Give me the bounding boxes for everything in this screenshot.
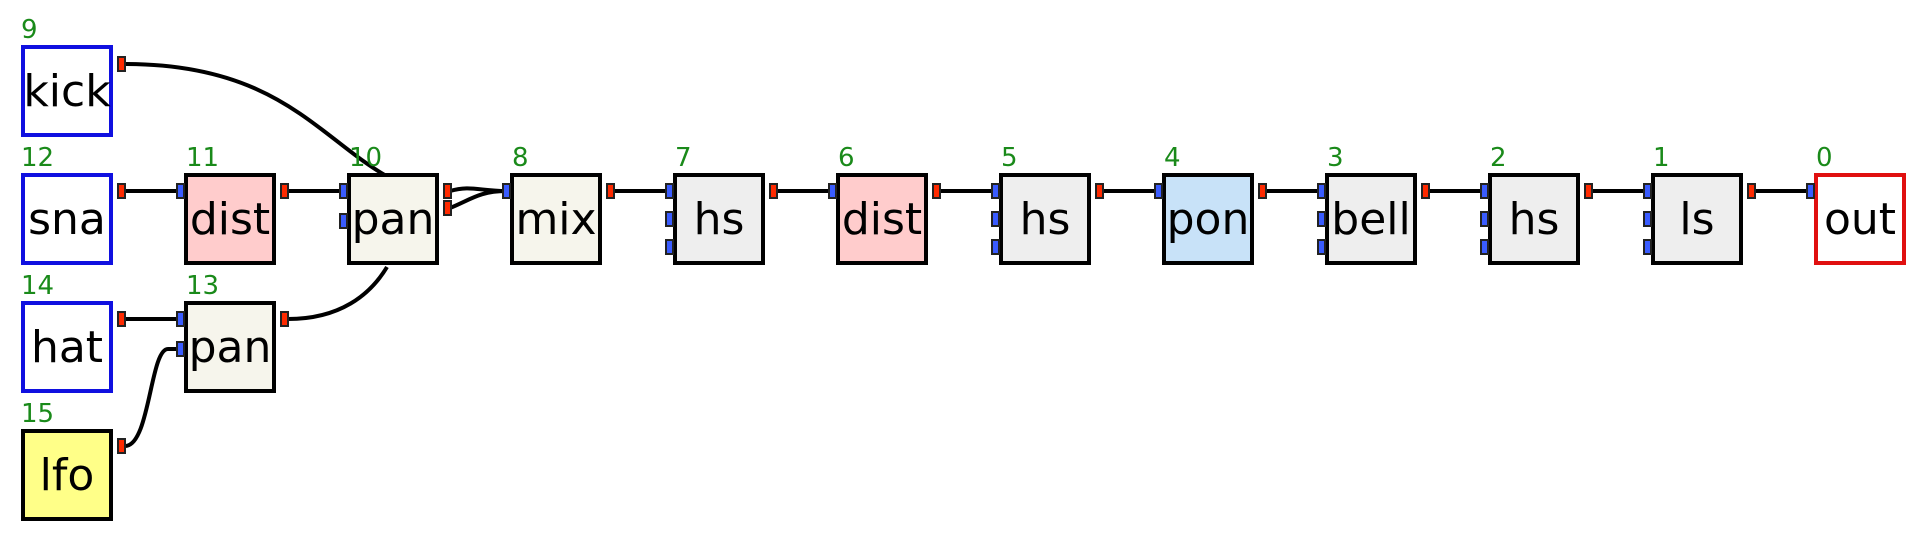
input-port[interactable] [1317, 183, 1326, 199]
node-hat[interactable]: hat [21, 301, 113, 393]
output-port[interactable] [117, 438, 126, 454]
input-port[interactable] [991, 239, 1000, 255]
node-index: 4 [1164, 143, 1181, 173]
input-port[interactable] [665, 211, 674, 227]
node-index: 0 [1816, 143, 1833, 173]
node-label: dist [841, 193, 923, 245]
output-port[interactable] [1747, 183, 1756, 199]
node-label: pon [1166, 193, 1250, 245]
input-port[interactable] [176, 311, 185, 327]
input-port[interactable] [1480, 211, 1489, 227]
input-port[interactable] [1643, 211, 1652, 227]
node-label: sna [28, 193, 106, 245]
node-index: 5 [1001, 143, 1018, 173]
node-hs[interactable]: hs [1488, 173, 1580, 265]
node-index: 7 [675, 143, 692, 173]
input-port[interactable] [1317, 239, 1326, 255]
node-index: 10 [349, 143, 383, 173]
wire-pan-to-mix-b [449, 189, 507, 210]
node-index: 2 [1490, 143, 1507, 173]
node-index: 3 [1327, 143, 1344, 173]
input-port[interactable] [176, 183, 185, 199]
input-port[interactable] [1480, 183, 1489, 199]
node-sna[interactable]: sna [21, 173, 113, 265]
output-port[interactable] [1258, 183, 1267, 199]
node-out[interactable]: out [1814, 173, 1906, 265]
input-port[interactable] [828, 183, 837, 199]
output-port[interactable] [1095, 183, 1104, 199]
input-port[interactable] [665, 239, 674, 255]
node-hs[interactable]: hs [999, 173, 1091, 265]
node-index: 12 [21, 143, 55, 173]
node-label: pan [351, 193, 435, 245]
input-port[interactable] [1643, 239, 1652, 255]
node-index: 9 [21, 15, 38, 45]
input-port[interactable] [665, 183, 674, 199]
output-port[interactable] [117, 56, 126, 72]
node-label: hat [30, 321, 104, 373]
node-label: bell [1331, 193, 1411, 245]
wire-kick-to-pan [124, 62, 391, 180]
output-port[interactable] [443, 183, 452, 199]
output-port[interactable] [606, 183, 615, 199]
output-port[interactable] [769, 183, 778, 199]
node-label: lfo [39, 449, 95, 501]
node-kick[interactable]: kick [21, 45, 113, 137]
output-port[interactable] [1584, 183, 1593, 199]
node-dist[interactable]: dist [184, 173, 276, 265]
node-label: ls [1679, 193, 1715, 245]
node-label: mix [515, 193, 597, 245]
node-index: 14 [21, 271, 55, 301]
node-bell[interactable]: bell [1325, 173, 1417, 265]
input-port[interactable] [1806, 183, 1815, 199]
node-dist[interactable]: dist [836, 173, 928, 265]
input-port[interactable] [339, 213, 348, 229]
node-pan[interactable]: pan [184, 301, 276, 393]
output-port[interactable] [280, 183, 289, 199]
input-port[interactable] [1643, 183, 1652, 199]
node-label: dist [189, 193, 271, 245]
output-port[interactable] [1421, 183, 1430, 199]
node-label: hs [1508, 193, 1560, 245]
output-port[interactable] [932, 183, 941, 199]
node-ls[interactable]: ls [1651, 173, 1743, 265]
node-index: 6 [838, 143, 855, 173]
input-port[interactable] [502, 183, 511, 199]
node-mix[interactable]: mix [510, 173, 602, 265]
node-pan[interactable]: pan [347, 173, 439, 265]
output-port[interactable] [443, 200, 452, 216]
node-index: 15 [21, 399, 55, 429]
input-port[interactable] [1480, 239, 1489, 255]
output-port[interactable] [117, 311, 126, 327]
output-port[interactable] [117, 183, 126, 199]
node-index: 1 [1653, 143, 1670, 173]
node-label: hs [693, 193, 745, 245]
input-port[interactable] [991, 211, 1000, 227]
node-index: 11 [186, 143, 220, 173]
input-port[interactable] [1154, 183, 1163, 199]
node-pon[interactable]: pon [1162, 173, 1254, 265]
node-index: 13 [186, 271, 220, 301]
node-label: out [1823, 193, 1897, 245]
wire-pan13-to-pan10 [287, 265, 389, 321]
input-port[interactable] [176, 341, 185, 357]
node-label: kick [23, 65, 111, 117]
output-port[interactable] [280, 311, 289, 327]
node-hs[interactable]: hs [673, 173, 765, 265]
node-index: 8 [512, 143, 529, 173]
wires [124, 62, 1810, 448]
input-port[interactable] [1317, 211, 1326, 227]
node-label: hs [1019, 193, 1071, 245]
input-port[interactable] [339, 183, 348, 199]
node-lfo[interactable]: lfo [21, 429, 113, 521]
wire-lfo-to-pan [124, 347, 180, 448]
node-label: pan [188, 321, 272, 373]
input-port[interactable] [991, 183, 1000, 199]
